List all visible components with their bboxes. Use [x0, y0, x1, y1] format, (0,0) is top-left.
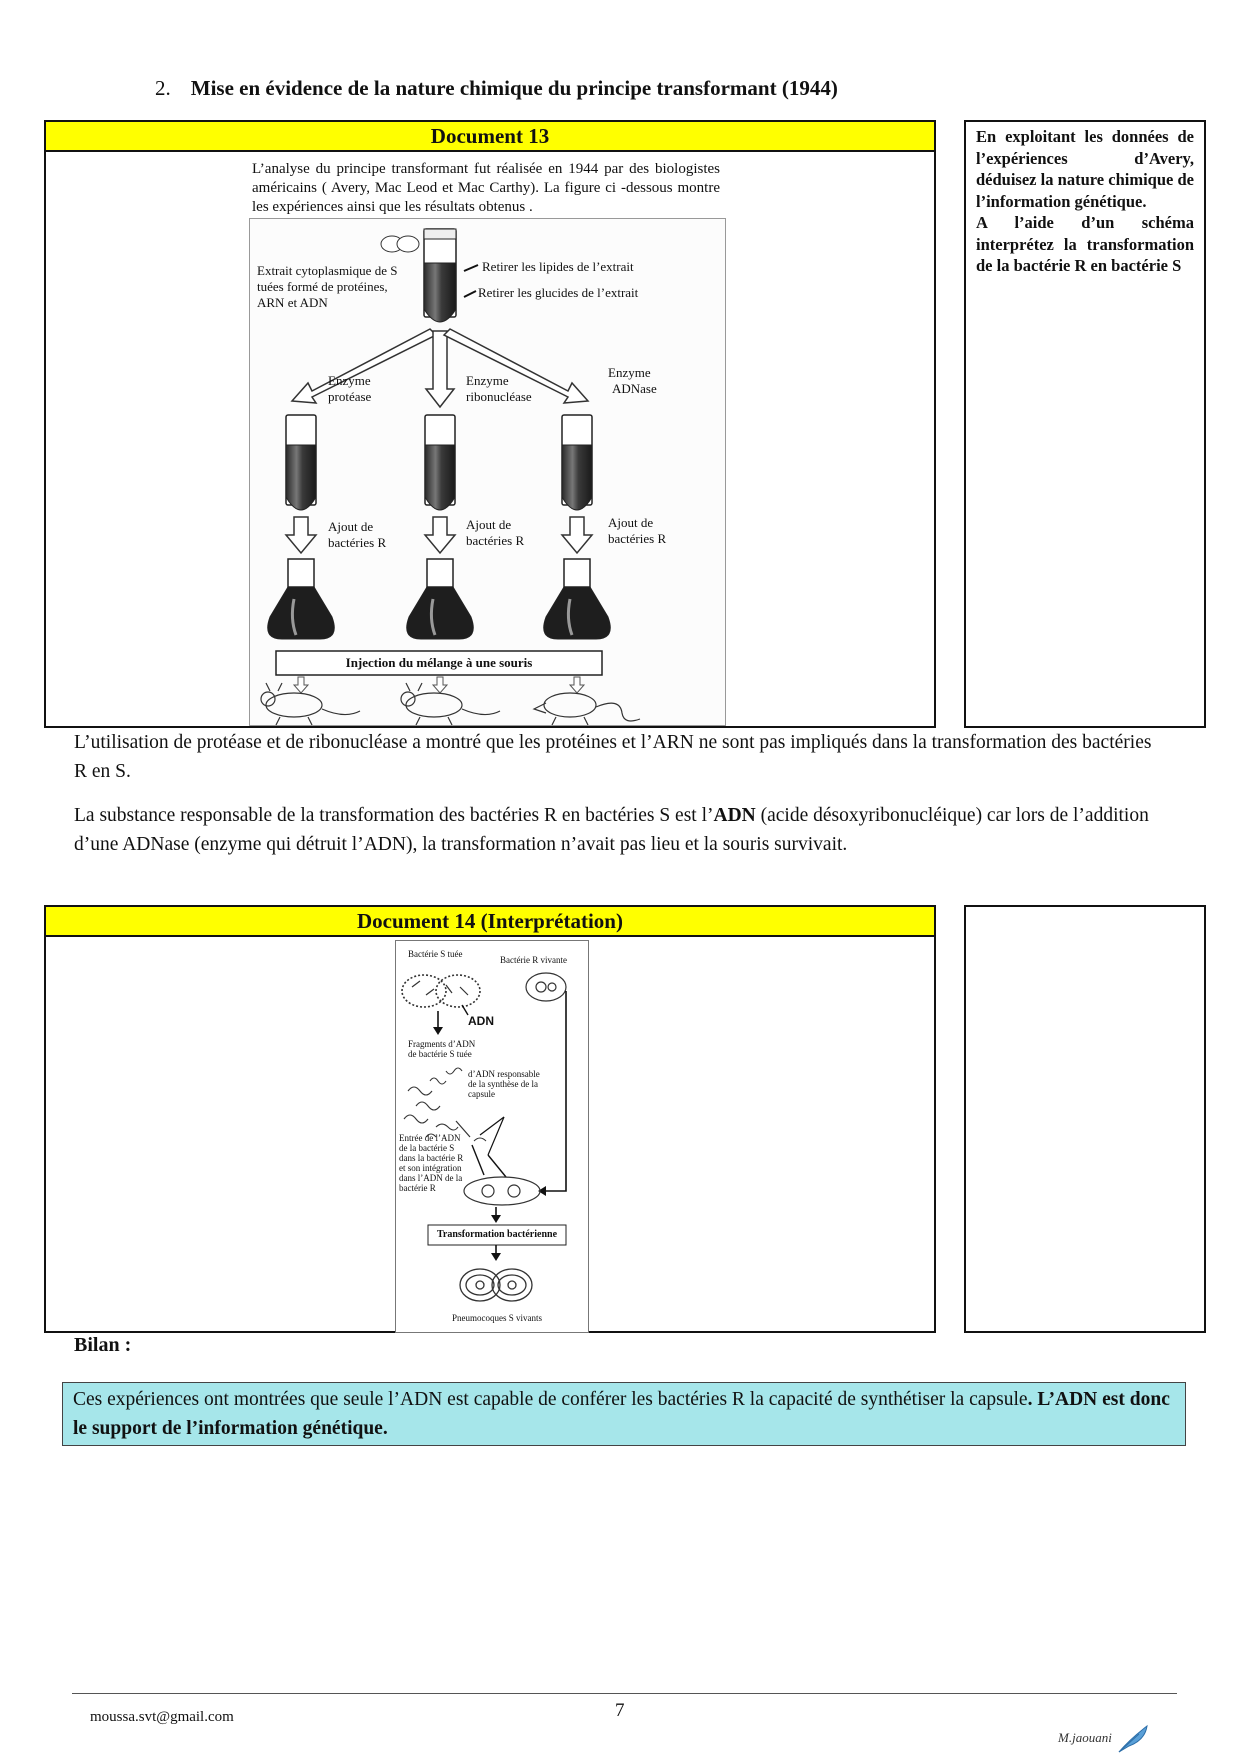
- section-heading: 2. Mise en évidence de la nature chimique…: [155, 76, 838, 101]
- label-retirer-lipides: Retirer les lipides de l’extrait: [482, 259, 634, 274]
- section-number: 2.: [155, 76, 171, 100]
- label-extrait-2: tuées formé de protéines,: [257, 279, 388, 294]
- paragraph-adn-before: La substance responsable de la transform…: [74, 805, 714, 826]
- section-title: Mise en évidence de la nature chimique d…: [190, 76, 838, 100]
- question-13-box: En exploitant les données de l’expérienc…: [964, 120, 1206, 728]
- label-ajout-3a: Ajout de: [608, 515, 654, 530]
- footer-line: [72, 1693, 1177, 1694]
- document-13-title: Document 13: [46, 122, 934, 152]
- label-injection: Injection du mélange à une souris: [345, 655, 533, 670]
- label-ajout-1a: Ajout de: [328, 519, 374, 534]
- label-ajout-2a: Ajout de: [466, 517, 512, 532]
- label-adn-resp-2: de la synthèse de la: [468, 1079, 538, 1089]
- branch-arrows: [290, 328, 590, 409]
- label-adn: ADN: [468, 1014, 494, 1028]
- paragraph-adn: La substance responsable de la transform…: [74, 801, 1154, 859]
- paragraph-adn-after: (acide désoxyribonucléique) car lors de …: [74, 805, 1149, 855]
- label-entree-1: Entrée de l’ADN: [399, 1133, 461, 1143]
- question-13-text-1: En exploitant les données de l’expérienc…: [976, 127, 1194, 211]
- injection-box: [275, 650, 603, 676]
- living-s-pneumococci: [459, 1268, 533, 1302]
- bilan-title: Bilan :: [74, 1334, 132, 1356]
- label-entree-3: dans la bactérie R: [399, 1153, 464, 1163]
- label-entree-4: et son intégration: [399, 1163, 462, 1173]
- label-enzyme-protease-2: protéase: [328, 389, 372, 404]
- bilan-text-bold: . L’ADN est donc le support de l’informa…: [73, 1389, 1170, 1439]
- label-ajout-1b: bactéries R: [328, 535, 387, 550]
- document-13-box: Document 13 L’analyse du principe transf…: [44, 120, 936, 728]
- mouse-dead-2: [400, 682, 501, 726]
- flask-3: [543, 558, 611, 640]
- label-enzyme-ribo-2: ribonucléase: [466, 389, 532, 404]
- s-bacteria-icon: [380, 235, 420, 253]
- signature: M.jaouani: [1058, 1724, 1151, 1754]
- transformation-box: [427, 1224, 567, 1246]
- transformed-r-bacteria: [463, 1176, 541, 1206]
- label-enzyme-adn-1: Enzyme: [608, 365, 651, 380]
- avery-experiment-figure: Extrait cytoplasmique de S tuées formé d…: [249, 218, 726, 726]
- tube-protease: [285, 414, 317, 511]
- bilan-box: Ces expériences ont montrées que seule l…: [62, 1382, 1186, 1446]
- label-adn-resp-1: d’ADN responsable: [468, 1069, 540, 1079]
- paragraph-protease: L’utilisation de protéase et de ribonucl…: [74, 732, 1152, 782]
- label-bacterie-r-vivante: Bactérie R vivante: [500, 955, 567, 965]
- label-transformation: Transformation bactérienne: [436, 1229, 558, 1240]
- label-enzyme-adn-2: ADNase: [612, 381, 657, 396]
- transformation-figure: Bactérie S tuée Bactérie R vivante ADN F…: [395, 940, 589, 1333]
- question-13-text-2: A l’aide d’un schéma interprétez la tran…: [976, 213, 1194, 275]
- dna-fragments: [403, 1067, 463, 1138]
- paragraph-adn-bold: ADN: [713, 805, 756, 826]
- mouse-alive: [532, 692, 641, 726]
- transformation-diagram: [401, 972, 567, 1302]
- flask-1: [267, 558, 335, 640]
- signature-text: M.jaouani: [1058, 1729, 1112, 1745]
- document-14-title: Document 14 (Interprétation): [46, 907, 934, 937]
- label-ajout-3b: bactéries R: [608, 531, 667, 546]
- label-bacterie-s-tuee: Bactérie S tuée: [408, 949, 463, 959]
- question-14-box: [964, 905, 1206, 1333]
- living-r-bacterium: [525, 972, 567, 1002]
- bilan-text-normal: Ces expériences ont montrées que seule l…: [73, 1389, 1028, 1410]
- down-arrows: [284, 516, 594, 555]
- feather-icon: [1118, 1724, 1148, 1753]
- footer-email: moussa.svt@gmail.com: [90, 1709, 234, 1725]
- killed-s-bacterium: [401, 974, 481, 1008]
- page-number: 7: [615, 1700, 625, 1721]
- label-retirer-glucides: Retirer les glucides de l’extrait: [478, 285, 639, 300]
- label-fragments-2: de bactérie S tuée: [408, 1049, 472, 1059]
- label-pneumocoques: Pneumocoques S vivants: [452, 1313, 542, 1323]
- label-entree-6: bactérie R: [399, 1183, 436, 1193]
- mouse-dead-1: [260, 682, 361, 726]
- label-extrait-1: Extrait cytoplasmique de S: [257, 263, 398, 278]
- tube-ribonuclease: [424, 414, 456, 511]
- label-enzyme-protease-1: Enzyme: [328, 373, 371, 388]
- avery-experiment-diagram: [260, 228, 641, 726]
- label-adn-resp-3: capsule: [468, 1089, 495, 1099]
- main-test-tube: [423, 228, 457, 323]
- document-13-intro: L’analyse du principe transformant fut r…: [252, 161, 720, 215]
- label-entree-5: dans l’ADN de la: [399, 1173, 463, 1183]
- flask-2: [406, 558, 474, 640]
- label-enzyme-ribo-1: Enzyme: [466, 373, 509, 388]
- document-14-box: Document 14 (Interprétation): [44, 905, 936, 1333]
- label-extrait-3: ARN et ADN: [257, 295, 328, 310]
- label-fragments-1: Fragments d’ADN: [408, 1039, 476, 1049]
- label-entree-2: de la bactérie S: [399, 1143, 455, 1153]
- tube-adnase: [561, 414, 593, 511]
- label-ajout-2b: bactéries R: [466, 533, 525, 548]
